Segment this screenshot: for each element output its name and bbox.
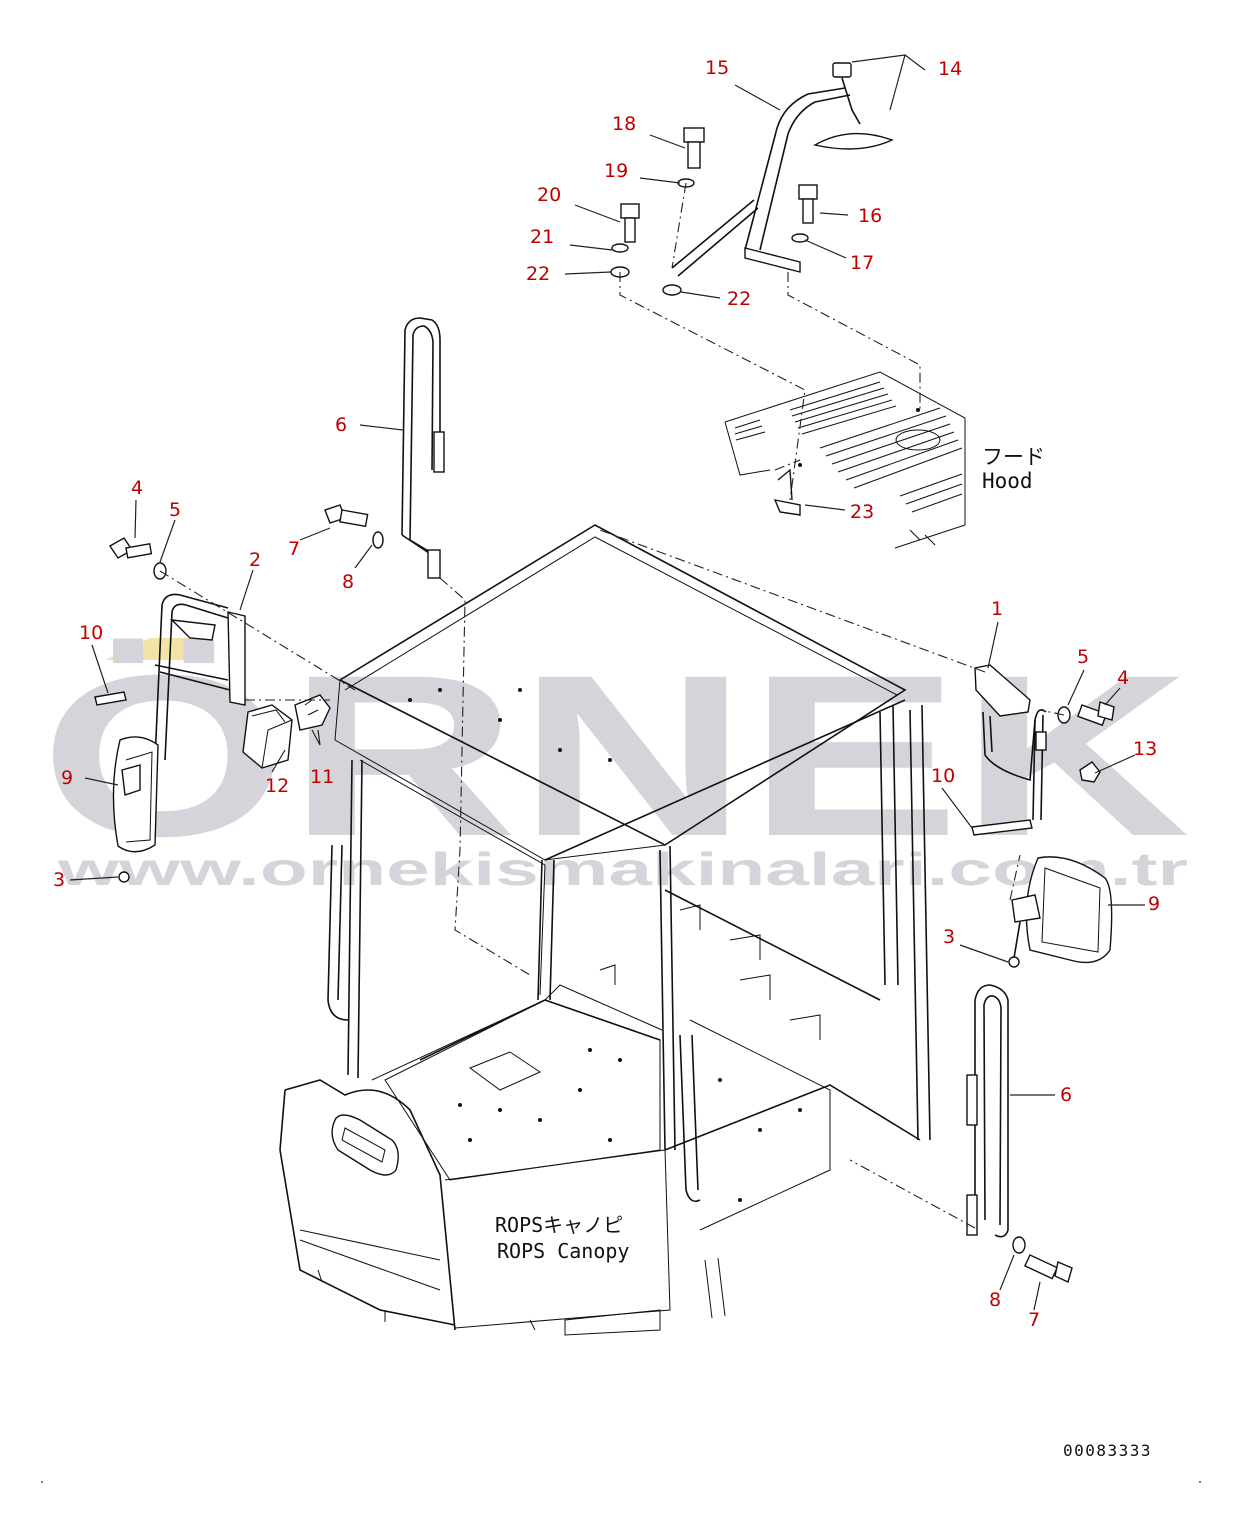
canopy-label-jp: ROPSキャノピ bbox=[495, 1213, 623, 1237]
callout-12: 12 bbox=[265, 775, 289, 797]
drawing-number: 00083333 bbox=[1063, 1441, 1152, 1460]
hood-label-jp: フード bbox=[982, 445, 1045, 469]
handrail-6-left bbox=[401, 317, 531, 976]
callout-6-right: 6 bbox=[1060, 1084, 1072, 1106]
callout-20: 20 bbox=[537, 184, 561, 206]
left-mirror-assembly bbox=[94, 537, 356, 883]
callout-2: 2 bbox=[249, 549, 261, 571]
callout-4-right: 4 bbox=[1117, 667, 1129, 689]
lamp-12 bbox=[242, 704, 293, 769]
mirror-stay-15 bbox=[671, 87, 851, 277]
washer-8-right bbox=[1012, 1236, 1026, 1254]
pin-10-left bbox=[94, 691, 127, 706]
pin-10-right bbox=[971, 819, 1033, 836]
callout-19: 19 bbox=[604, 160, 628, 182]
cap-13 bbox=[1079, 761, 1101, 783]
callout-15: 15 bbox=[705, 57, 729, 79]
canopy-label-en: ROPS Canopy bbox=[497, 1239, 629, 1263]
hood-label-en: Hood bbox=[982, 469, 1033, 493]
bolt-18 bbox=[683, 127, 705, 169]
hood-mirror-14 bbox=[813, 62, 894, 150]
callout-5-right: 5 bbox=[1077, 646, 1089, 668]
callout-17: 17 bbox=[850, 252, 874, 274]
callout-8-left: 8 bbox=[342, 571, 354, 593]
callout-22a: 22 bbox=[526, 263, 550, 285]
callout-8-right: 8 bbox=[989, 1289, 1001, 1311]
right-mirror-assembly bbox=[599, 529, 1115, 968]
bolt-7-left bbox=[324, 504, 369, 528]
callout-10-left: 10 bbox=[79, 622, 103, 644]
handrail-6-right bbox=[849, 984, 1009, 1238]
nut-3-left bbox=[118, 871, 130, 883]
callout-22b: 22 bbox=[727, 288, 751, 310]
callout-3-left: 3 bbox=[53, 869, 65, 891]
rops-canopy: ROPSキャノピ ROPS Canopy bbox=[279, 524, 931, 1336]
callout-13: 13 bbox=[1133, 738, 1157, 760]
watermark: ÖRNEK www.ornekismakinalari.com.tr bbox=[40, 627, 1190, 895]
mirror-bracket-1-right bbox=[974, 664, 1047, 821]
mirror-bracket-2-left bbox=[154, 593, 246, 761]
nut-3-right bbox=[1008, 956, 1020, 968]
callouts: 15 14 18 19 20 16 21 17 22 22 6 4 5 2 7 … bbox=[53, 57, 1160, 1331]
watermark-url: www.ornekismakinalari.com.tr bbox=[56, 843, 1188, 895]
callout-4-left: 4 bbox=[131, 477, 143, 499]
bolt-16 bbox=[798, 184, 818, 224]
bolt-4-right bbox=[1076, 701, 1115, 727]
callout-9-left: 9 bbox=[61, 767, 73, 789]
lamp-bracket-11 bbox=[294, 694, 331, 746]
callout-7-left: 7 bbox=[288, 538, 300, 560]
bolt-7-right bbox=[1023, 1254, 1073, 1283]
hood-assembly: フード Hood bbox=[610, 62, 1045, 549]
bolt-20 bbox=[620, 203, 640, 243]
callout-9-right: 9 bbox=[1148, 893, 1160, 915]
callout-3-right: 3 bbox=[943, 926, 955, 948]
callout-18: 18 bbox=[612, 113, 636, 135]
washer-22b bbox=[662, 284, 682, 296]
callout-1: 1 bbox=[991, 598, 1003, 620]
washer-17 bbox=[791, 233, 809, 243]
callout-14: 14 bbox=[938, 58, 962, 80]
callout-7-right: 7 bbox=[1028, 1309, 1040, 1331]
callout-5-left: 5 bbox=[169, 499, 181, 521]
watermark-accent-icon bbox=[105, 638, 210, 660]
callout-10-right: 10 bbox=[931, 765, 955, 787]
callout-21: 21 bbox=[530, 226, 554, 248]
callout-16: 16 bbox=[858, 205, 882, 227]
callout-23: 23 bbox=[850, 501, 874, 523]
washer-8-left bbox=[372, 531, 384, 549]
callout-leaders bbox=[69, 54, 1145, 1311]
callout-11: 11 bbox=[310, 766, 334, 788]
mirror-9-right bbox=[1011, 856, 1113, 964]
mirror-9-left bbox=[112, 736, 159, 853]
washer-21 bbox=[611, 243, 629, 253]
hood-bracket-23 bbox=[773, 468, 801, 516]
callout-6-left: 6 bbox=[335, 414, 347, 436]
hood-panel bbox=[724, 371, 966, 549]
bolt-4-left bbox=[109, 537, 153, 559]
